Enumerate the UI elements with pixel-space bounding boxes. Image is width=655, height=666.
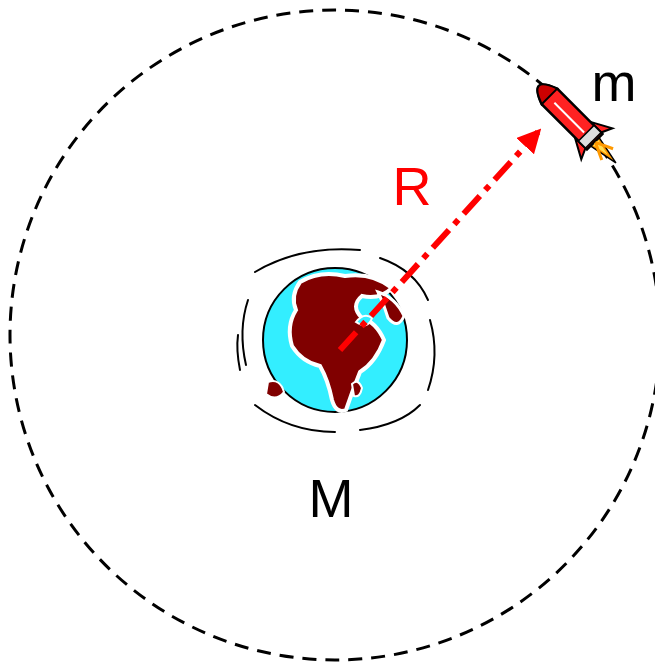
orbit-path bbox=[10, 10, 655, 660]
mass-label: m bbox=[592, 55, 637, 109]
earth bbox=[263, 268, 407, 412]
mass-label: M bbox=[309, 471, 354, 525]
radius-arrow bbox=[340, 132, 538, 350]
radius-label: R bbox=[393, 159, 432, 213]
